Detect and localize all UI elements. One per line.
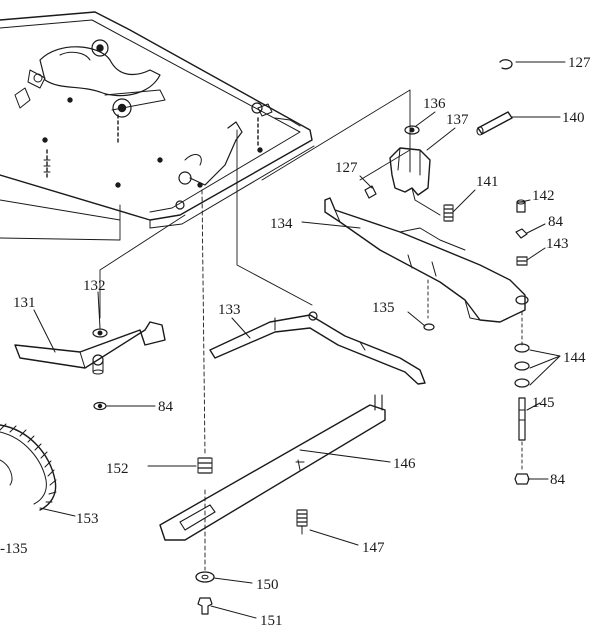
part-145-shaft	[518, 397, 526, 471]
callout-84-upper: 84	[548, 214, 564, 230]
part-143-spring	[516, 256, 528, 266]
gear-153	[0, 423, 57, 511]
part-127-clip-right	[499, 59, 513, 70]
callout-132: 132	[83, 278, 106, 294]
callout-127-mid: 127	[335, 160, 358, 176]
part-84-nut-right	[514, 473, 530, 485]
callout-152: 152	[106, 461, 129, 477]
part-127-clip-left	[364, 185, 377, 199]
callout-137: 137	[446, 112, 469, 128]
part-150-washer	[195, 571, 215, 583]
part-84-washer-left	[93, 401, 107, 411]
part-136-washer	[404, 125, 420, 135]
lever-133	[209, 311, 426, 385]
callout-151: 151	[260, 613, 283, 629]
part-132-washer	[92, 328, 108, 338]
callout-134: 134	[270, 216, 293, 232]
callout-141: 141	[476, 174, 499, 190]
chassis-plate	[0, 11, 315, 229]
callout-leaders	[33, 61, 566, 619]
callout-133: 133	[218, 302, 241, 318]
callout-84-lower: 84	[550, 472, 566, 488]
part-147-spring	[296, 509, 308, 535]
callout-145: 145	[532, 395, 555, 411]
callout-84-left: 84	[158, 399, 174, 415]
callout-136: 136	[423, 96, 446, 112]
part-144-washers	[514, 343, 530, 388]
callout-135-edge: -135	[0, 541, 28, 557]
solenoid-137	[389, 147, 441, 216]
explosion-lines	[0, 89, 411, 571]
callout-144: 144	[563, 350, 586, 366]
part-151-screw	[197, 597, 213, 615]
callout-135: 135	[372, 300, 395, 316]
callout-147: 147	[362, 540, 385, 556]
part-140-pin	[476, 111, 513, 136]
callout-153: 153	[76, 511, 99, 527]
callout-labels: 127 140 136 137 127 141 142 84 143 134 1…	[0, 55, 591, 629]
callout-127-top: 127	[568, 55, 591, 71]
part-141-spring	[443, 204, 454, 222]
callout-143: 143	[546, 236, 569, 252]
callout-150: 150	[256, 577, 279, 593]
callout-131: 131	[13, 295, 36, 311]
arm-134	[324, 197, 529, 346]
callout-142: 142	[532, 188, 555, 204]
slide-bar-146	[159, 394, 386, 541]
callout-146: 146	[393, 456, 416, 472]
bracket-131	[14, 321, 166, 375]
part-135-washer	[423, 323, 435, 331]
part-152-spring	[197, 457, 213, 474]
part-84-washer-right-top	[515, 228, 528, 239]
callout-140: 140	[562, 110, 585, 126]
